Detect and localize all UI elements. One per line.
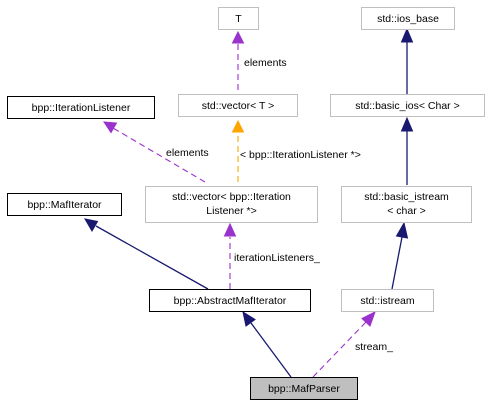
node-maf-iterator[interactable]: bpp::MafIterator bbox=[7, 193, 122, 216]
svg-text:bpp::AbstractMafIterator: bpp::AbstractMafIterator bbox=[174, 295, 287, 307]
edge-basic-ios-to-ios-base bbox=[400, 27, 414, 94]
edge-listener-vector bbox=[103, 121, 206, 183]
svg-text:< char >: < char > bbox=[387, 205, 426, 217]
svg-text:bpp::MafIterator: bpp::MafIterator bbox=[27, 199, 102, 211]
node-vector-listener[interactable]: std::vector< bpp::Iteration Listener *> bbox=[145, 186, 318, 223]
edge-istream-to-basic-istream bbox=[391, 221, 409, 290]
svg-text:std::vector< bpp::Iteration: std::vector< bpp::Iteration bbox=[172, 191, 291, 203]
svg-text:Listener *>: Listener *> bbox=[206, 205, 257, 217]
svg-text:std::istream: std::istream bbox=[360, 295, 415, 307]
svg-text:std::vector< T >: std::vector< T > bbox=[202, 100, 275, 112]
node-T[interactable]: T bbox=[218, 7, 259, 30]
node-istream[interactable]: std::istream bbox=[341, 289, 434, 312]
svg-text:std::basic_istream: std::basic_istream bbox=[364, 191, 449, 203]
edge-label-iteration-listeners: iterationListeners_ bbox=[234, 252, 320, 264]
edge-basic-istream-to-basic-ios bbox=[400, 116, 414, 185]
node-vector-T[interactable]: std::vector< T > bbox=[178, 94, 298, 117]
edge-parser-to-istream bbox=[312, 310, 376, 378]
svg-text:T: T bbox=[235, 13, 242, 25]
svg-text:bpp::MafParser: bpp::MafParser bbox=[268, 383, 340, 395]
node-ios-base[interactable]: std::ios_base bbox=[361, 7, 455, 30]
node-abstract-maf-iterator[interactable]: bpp::AbstractMafIterator bbox=[149, 289, 311, 312]
edge-label-elements-T: elements bbox=[244, 57, 287, 69]
edge-vector-to-T bbox=[231, 30, 245, 90]
svg-text:std::ios_base: std::ios_base bbox=[377, 13, 439, 25]
edge-template-instance bbox=[231, 119, 245, 182]
edge-abstract-to-maf-iterator bbox=[84, 218, 209, 290]
svg-text:std::basic_ios< Char >: std::basic_ios< Char > bbox=[355, 100, 459, 112]
node-basic-ios[interactable]: std::basic_ios< Char > bbox=[330, 94, 485, 117]
node-maf-parser[interactable]: bpp::MafParser bbox=[250, 377, 358, 400]
node-iteration-listener[interactable]: bpp::IterationListener bbox=[7, 96, 155, 119]
edge-label-template-arg: < bpp::IterationListener *> bbox=[240, 149, 361, 161]
edge-label-stream: stream_ bbox=[355, 341, 393, 353]
edge-abstract-to-vector bbox=[223, 222, 237, 289]
edge-parser-to-abstract bbox=[242, 310, 292, 378]
svg-text:bpp::IterationListener: bpp::IterationListener bbox=[32, 102, 131, 114]
node-basic-istream[interactable]: std::basic_istream < char > bbox=[341, 186, 472, 223]
edge-label-elements-listener: elements bbox=[166, 147, 209, 159]
